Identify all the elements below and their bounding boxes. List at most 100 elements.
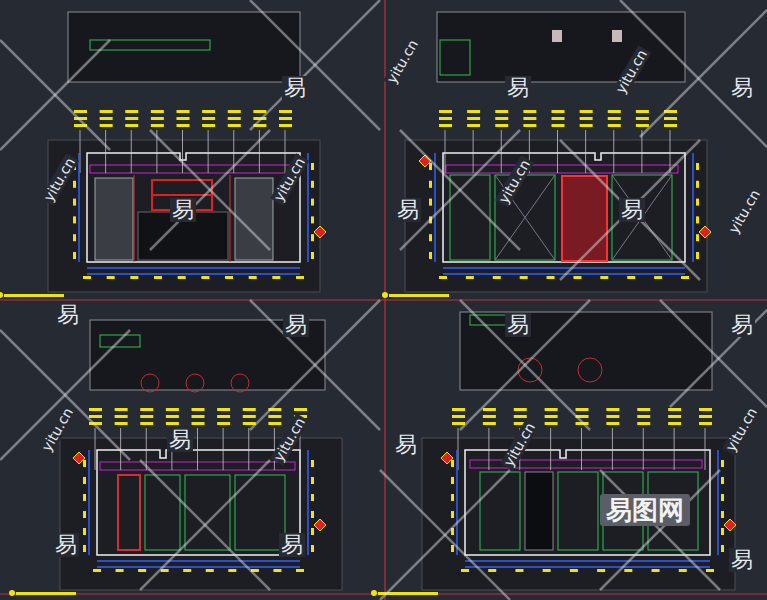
leader-line xyxy=(197,428,198,470)
dimension-text xyxy=(451,545,454,552)
watermark-glyph: 易 xyxy=(170,198,196,222)
watermark-glyph: 易 xyxy=(505,76,531,100)
note-stub xyxy=(552,124,565,127)
note-stub xyxy=(483,422,496,425)
dimension-text xyxy=(721,545,724,552)
note-stub xyxy=(699,408,712,411)
watermark-stroke xyxy=(600,470,720,590)
leader-line xyxy=(705,428,706,470)
leader-line xyxy=(208,130,209,173)
note-stub xyxy=(140,408,153,411)
dimension-text xyxy=(249,276,257,279)
dimension-text xyxy=(311,460,314,467)
view-title-mark xyxy=(0,292,3,298)
dimension-text xyxy=(73,234,76,241)
watermark-glyph: 易 xyxy=(167,428,193,452)
leader-line xyxy=(285,130,286,173)
note-stub xyxy=(467,117,480,120)
note-stub xyxy=(253,110,266,113)
note-stub xyxy=(151,117,164,120)
watermark-glyph: 易 xyxy=(53,533,79,557)
note-stub xyxy=(151,110,164,113)
watermark-stroke xyxy=(380,470,510,600)
leader-line xyxy=(445,130,446,173)
dimension-line xyxy=(307,450,309,555)
dimension-text xyxy=(73,216,76,223)
dimension-text xyxy=(83,528,86,535)
dimension-text xyxy=(183,569,191,572)
dimension-text xyxy=(296,276,304,279)
leader-line xyxy=(674,428,675,470)
note-stub xyxy=(523,110,536,113)
note-stub xyxy=(523,117,536,120)
note-stub xyxy=(576,408,589,411)
dimension-text xyxy=(429,234,432,241)
dimension-text xyxy=(311,163,314,170)
dimension-text xyxy=(652,569,660,572)
note-stub xyxy=(217,422,230,425)
note-stub xyxy=(177,117,190,120)
note-stub xyxy=(606,408,619,411)
note-stub xyxy=(268,422,281,425)
watermark-glyph: 易 xyxy=(395,198,421,222)
view-title xyxy=(4,294,64,297)
note-stub xyxy=(580,110,593,113)
dimension-text xyxy=(547,276,555,279)
note-stub xyxy=(514,408,527,411)
note-stub xyxy=(606,422,619,425)
dimension-text xyxy=(597,569,605,572)
dimension-line xyxy=(78,153,80,262)
dimension-text xyxy=(696,163,699,170)
dimension-text xyxy=(83,494,86,501)
leader-line xyxy=(501,130,502,173)
note-stub xyxy=(483,415,496,418)
dimension-text xyxy=(272,276,280,279)
leader-line xyxy=(223,428,224,470)
note-stub xyxy=(608,110,621,113)
watermark-stroke xyxy=(600,470,720,590)
watermark-glyph: 易 xyxy=(729,76,755,100)
dimension-text xyxy=(225,276,233,279)
dimension-text xyxy=(311,181,314,188)
watermark-stroke xyxy=(150,130,270,250)
note-stub xyxy=(552,110,565,113)
note-stub xyxy=(523,124,536,127)
dimension-line xyxy=(443,267,685,269)
watermark-url: yitu.cn xyxy=(725,186,764,238)
section-marker xyxy=(314,519,326,531)
note-stub xyxy=(140,422,153,425)
note-stub xyxy=(228,110,241,113)
note-stub xyxy=(166,408,179,411)
note-stub xyxy=(664,124,677,127)
note-stub xyxy=(608,124,621,127)
note-stub xyxy=(545,422,558,425)
note-stub xyxy=(89,415,102,418)
dimension-text xyxy=(178,276,186,279)
note-stub xyxy=(495,124,508,127)
dimension-text xyxy=(83,545,86,552)
note-stub xyxy=(636,110,649,113)
dimension-text xyxy=(83,477,86,484)
dimension-line xyxy=(87,267,300,269)
watermark-url: yitu.cn xyxy=(383,36,422,88)
dimension-text xyxy=(461,569,469,572)
dimension-text xyxy=(696,216,699,223)
section-marker xyxy=(724,519,736,531)
note-stub xyxy=(243,408,256,411)
leader-line xyxy=(259,130,260,173)
section-marker xyxy=(441,452,453,464)
note-stub xyxy=(125,110,138,113)
note-stub xyxy=(228,124,241,127)
watermark-stroke xyxy=(250,300,380,430)
note-stub xyxy=(192,415,205,418)
dimension-text xyxy=(573,276,581,279)
leader-line xyxy=(550,428,551,470)
dimension-line xyxy=(456,450,458,555)
dimension-text xyxy=(654,276,662,279)
note-stub xyxy=(452,408,465,411)
note-stub xyxy=(228,117,241,120)
section-marker xyxy=(419,155,431,167)
note-stub xyxy=(268,415,281,418)
dimension-text xyxy=(273,569,281,572)
watermark-stroke xyxy=(140,460,270,590)
